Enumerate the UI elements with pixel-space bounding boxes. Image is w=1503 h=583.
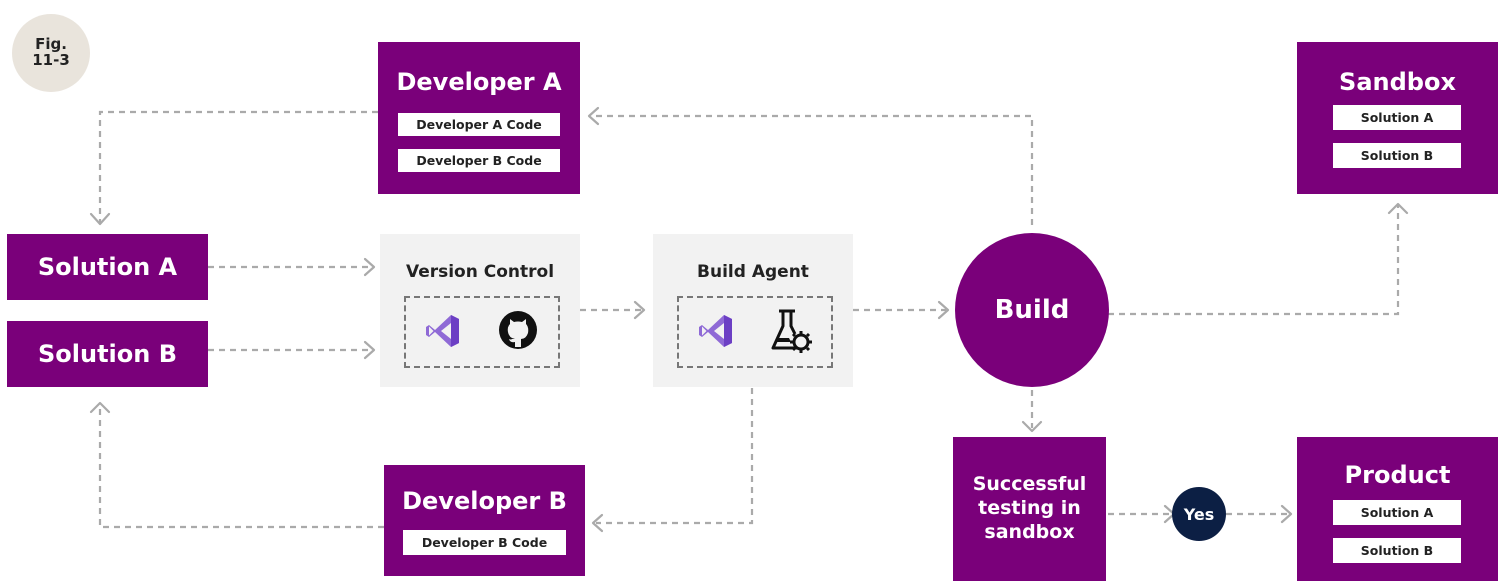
version-control-tools <box>404 296 560 368</box>
arrowhead-solA <box>89 212 111 226</box>
product-title: Product <box>1344 461 1451 489</box>
product-box: Product Solution A Solution B <box>1297 437 1498 581</box>
developer-b-box: Developer B Developer B Code <box>384 465 585 576</box>
connector-devA-to-solA <box>98 110 378 224</box>
build-agent-title: Build Agent <box>697 262 809 282</box>
testing-line1: Successful <box>972 473 1087 496</box>
arrowhead-vc-top <box>363 257 376 277</box>
version-control-title: Version Control <box>405 262 555 282</box>
connector-build-to-sandbox <box>1108 205 1400 316</box>
product-tag-1: Solution A <box>1333 500 1461 525</box>
arrowhead-agent <box>633 300 646 320</box>
version-control-box: Version Control <box>380 234 580 387</box>
build-agent-box: Build Agent <box>653 234 853 387</box>
testing-line3: sandbox <box>984 520 1075 543</box>
developer-a-tag-1: Developer A Code <box>398 113 560 136</box>
figure-label-line2: 11-3 <box>32 51 70 69</box>
arrowhead-product <box>1280 504 1293 524</box>
connector-devB-to-solB <box>98 406 384 529</box>
sandbox-tag-2: Solution B <box>1333 143 1461 168</box>
connector-build-to-devA <box>592 114 1034 225</box>
test-lab-icon <box>771 309 812 353</box>
arrowhead-testing <box>1021 420 1043 433</box>
connector-agent-to-devB <box>596 388 754 525</box>
solution-b-box: Solution B <box>7 321 208 387</box>
visual-studio-icon <box>699 315 732 347</box>
testing-line2: testing in <box>978 497 1081 520</box>
product-tag-2: Solution B <box>1333 538 1461 563</box>
testing-box: Successful testing in sandbox <box>953 437 1106 581</box>
figure-badge: Fig. 11-3 <box>12 14 90 92</box>
figure-label-line1: Fig. <box>35 35 67 54</box>
sandbox-title: Sandbox <box>1339 68 1456 96</box>
sandbox-box: Sandbox Solution A Solution B <box>1297 42 1498 194</box>
arrowhead-vc-bottom <box>363 340 376 360</box>
build-node: Build <box>955 233 1109 387</box>
arrowhead-sandbox <box>1387 202 1409 215</box>
developer-b-title: Developer B <box>402 487 567 515</box>
arrowhead-build <box>937 300 950 320</box>
sandbox-tag-1: Solution A <box>1333 105 1461 130</box>
github-icon <box>499 311 537 349</box>
visual-studio-icon <box>426 315 459 347</box>
arrowhead-solB <box>89 401 111 414</box>
developer-a-tag-2: Developer B Code <box>398 149 560 172</box>
yes-decision: Yes <box>1172 487 1226 541</box>
solution-a-box: Solution A <box>7 234 208 300</box>
arrowhead-devA <box>587 106 600 126</box>
arrowhead-devB <box>591 513 604 533</box>
build-agent-tools <box>677 296 833 368</box>
developer-b-tag-1: Developer B Code <box>403 530 566 555</box>
developer-a-title: Developer A <box>396 68 562 96</box>
